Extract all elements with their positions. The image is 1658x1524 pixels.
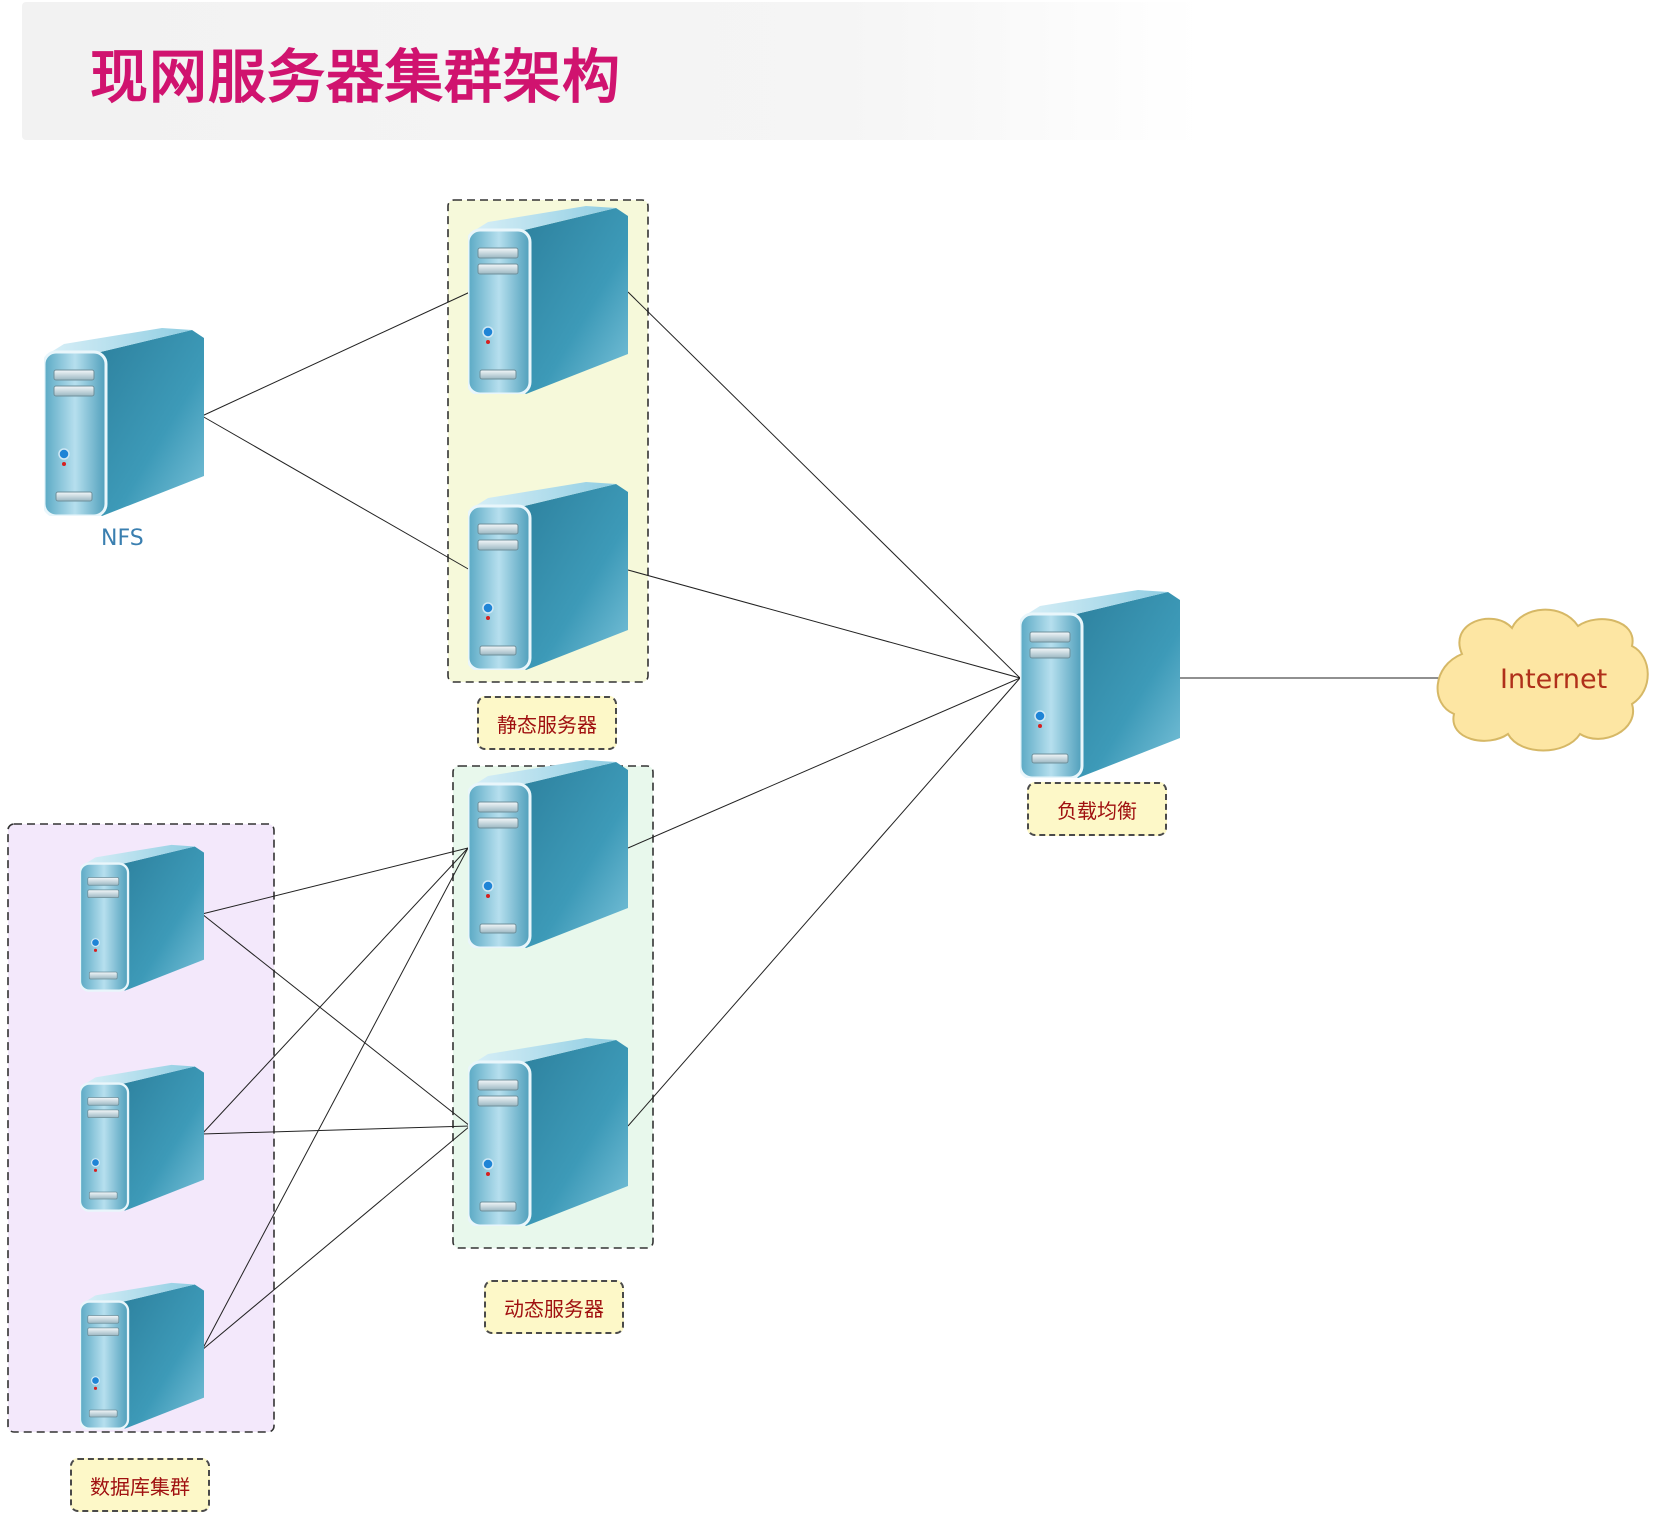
edge-db-server-3-to-dynamic-server-1: [201, 847, 469, 1351]
connection-lines: [201, 291, 1450, 1351]
edge-dynamic-server-2-to-load-balancer: [627, 677, 1021, 1127]
page-title: 现网服务器集群架构: [90, 43, 622, 111]
edge-static-server-1-to-load-balancer: [627, 291, 1021, 679]
cloud-icon: [1436, 608, 1649, 752]
database-cluster-label: 数据库集群: [70, 1458, 210, 1512]
load-balancer-server-icon: [1020, 588, 1180, 778]
nfs-label: NFS: [101, 526, 144, 551]
edge-db-server-3-to-dynamic-server-2: [201, 1125, 471, 1351]
edge-nfs-to-static-server-2: [201, 415, 471, 571]
static-servers-label: 静态服务器: [477, 696, 617, 750]
edge-db-server-1-to-dynamic-server-2: [201, 913, 471, 1127]
nfs-server-icon: [44, 326, 204, 516]
edge-db-server-2-to-dynamic-server-1: [201, 847, 469, 1135]
internet-label: Internet: [1500, 664, 1608, 695]
title-banner: 现网服务器集群架构: [22, 2, 1202, 140]
edge-static-server-2-to-load-balancer: [627, 569, 1021, 679]
edge-dynamic-server-1-to-load-balancer: [627, 677, 1021, 849]
load-balancer-label: 负载均衡: [1027, 782, 1167, 836]
edge-nfs-to-static-server-1: [201, 291, 471, 417]
edge-db-server-2-to-dynamic-server-2: [201, 1125, 471, 1135]
dynamic-servers-label: 动态服务器: [484, 1280, 624, 1334]
edge-db-server-1-to-dynamic-server-1: [201, 847, 469, 915]
